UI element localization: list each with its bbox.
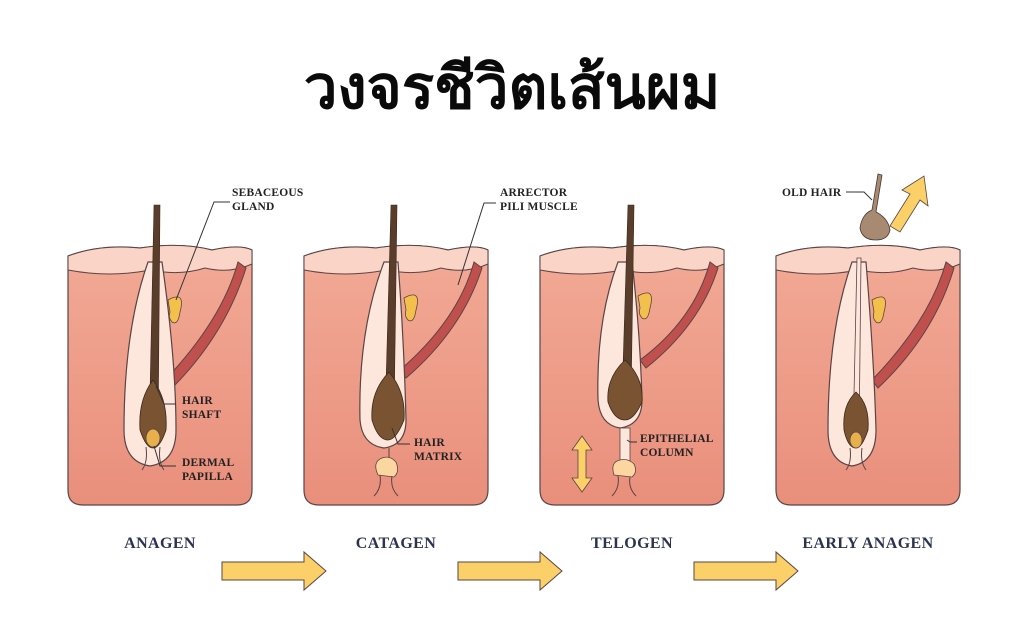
- up-down-arrow-icon: [571, 435, 593, 493]
- labels: SEBACEOUS GLAND ARRECTOR PILI MUSCLE HAI…: [182, 187, 842, 483]
- label-arrector-1: ARRECTOR: [500, 187, 568, 199]
- up-right-arrow-icon: [889, 175, 929, 233]
- label-sebaceous-1: SEBACEOUS: [232, 187, 303, 199]
- right-arrow-icon: [221, 550, 327, 592]
- sebaceous-gland-icon: [167, 296, 182, 324]
- page-title: วงจรชีวิตเส้นผม: [303, 53, 721, 123]
- label-hair-shaft-1: HAIR: [182, 395, 213, 407]
- old-hair-icon: [859, 173, 891, 241]
- label-epithelial-1: EPITHELIAL: [640, 433, 714, 445]
- panel-early-anagen: [775, 173, 961, 506]
- stage-telogen: TELOGEN: [591, 535, 673, 552]
- label-epithelial-2: COLUMN: [640, 447, 694, 459]
- panel-catagen: [303, 204, 489, 506]
- dermal-papilla-icon: [145, 428, 161, 448]
- leader-lines: [153, 191, 873, 467]
- label-dermal-1: DERMAL: [182, 457, 234, 469]
- epithelial-column-icon: [619, 427, 631, 463]
- stage-catagen: CATAGEN: [356, 535, 436, 552]
- label-arrector-2: PILI MUSCLE: [500, 201, 578, 213]
- stage-early-anagen: EARLY ANAGEN: [802, 535, 933, 552]
- label-old-hair: OLD HAIR: [782, 187, 842, 199]
- label-matrix-2: MATRIX: [414, 451, 463, 463]
- right-arrow-icon: [693, 550, 799, 592]
- label-sebaceous-2: GLAND: [232, 201, 275, 213]
- right-arrow-icon: [457, 550, 563, 592]
- label-hair-shaft-2: SHAFT: [182, 409, 221, 421]
- panel-anagen: [67, 204, 253, 506]
- label-matrix-1: HAIR: [414, 437, 445, 449]
- progression-arrows: [221, 550, 799, 592]
- label-dermal-2: PAPILLA: [182, 471, 234, 483]
- panel-telogen: [539, 204, 725, 506]
- stage-anagen: ANAGEN: [124, 535, 196, 552]
- stage-names: ANAGEN CATAGEN TELOGEN EARLY ANAGEN: [124, 535, 933, 552]
